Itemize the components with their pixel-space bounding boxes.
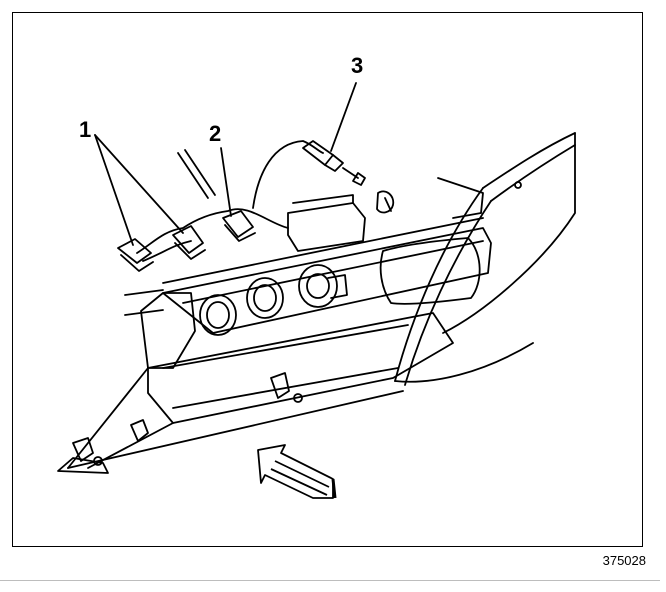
panel-face — [162, 227, 492, 334]
wire-harness — [136, 208, 289, 254]
lower-panel-body — [147, 312, 454, 424]
connector-upper — [222, 210, 254, 238]
connector-middle-body — [174, 242, 206, 260]
connector-middle — [172, 225, 204, 254]
bulb-receptacle — [376, 190, 395, 214]
clip-lower-mid — [130, 419, 149, 442]
harness-tube — [177, 149, 216, 199]
screw-center — [293, 393, 303, 403]
knob-center-outer — [246, 277, 284, 319]
bulb-socket — [302, 140, 334, 166]
knob-right-inner — [306, 273, 330, 299]
switch-housing-top — [292, 194, 354, 204]
lower-panel-edge — [172, 367, 399, 409]
bulb-mini — [352, 172, 366, 186]
left-bracket-tabs — [124, 289, 164, 316]
console-lower-curve — [394, 342, 534, 383]
direction-arrow — [257, 444, 337, 499]
left-end-bracket — [140, 292, 196, 369]
knob-right-outer — [298, 264, 338, 308]
knob-left-inner — [206, 301, 230, 329]
console-side-panel — [442, 132, 576, 334]
console-trim-curve — [394, 187, 492, 386]
connector-left-body — [120, 254, 154, 272]
diagram-frame: 1 2 3 — [12, 12, 643, 547]
connector-left — [117, 238, 152, 264]
bottom-rail-left — [67, 367, 174, 469]
bulb-socket-2 — [324, 154, 344, 172]
bottom-rail-lower — [57, 457, 109, 474]
knob-right-shaft — [327, 274, 348, 299]
leader-3 — [330, 82, 357, 152]
instrument-panel-illustration — [57, 82, 576, 499]
cable-lead — [252, 140, 324, 209]
panel-end-cap — [379, 237, 481, 305]
knob-center-inner — [253, 284, 277, 312]
console-screw — [514, 181, 522, 189]
wire-harness-2 — [142, 240, 192, 262]
clip-center — [270, 372, 290, 399]
bottom-rail — [67, 390, 404, 469]
bottom-divider — [0, 580, 660, 581]
connector-upper-body — [224, 224, 256, 242]
knob-left-outer — [199, 294, 237, 336]
console-trim-outer — [482, 132, 576, 202]
panel-top-edge — [162, 217, 484, 284]
callout-2: 2 — [209, 121, 222, 146]
bulb-receptacle-2 — [384, 197, 392, 212]
leader-2 — [220, 147, 232, 217]
callout-1: 1 — [79, 117, 92, 142]
figure-number: 375028 — [602, 553, 646, 568]
lower-slot — [162, 324, 409, 369]
leader-1a — [94, 134, 134, 246]
screw-left — [93, 456, 103, 466]
leader-1b — [94, 134, 184, 234]
clip-lower-left — [72, 437, 94, 462]
callout-3: 3 — [351, 53, 364, 78]
upper-bracket — [437, 177, 484, 219]
